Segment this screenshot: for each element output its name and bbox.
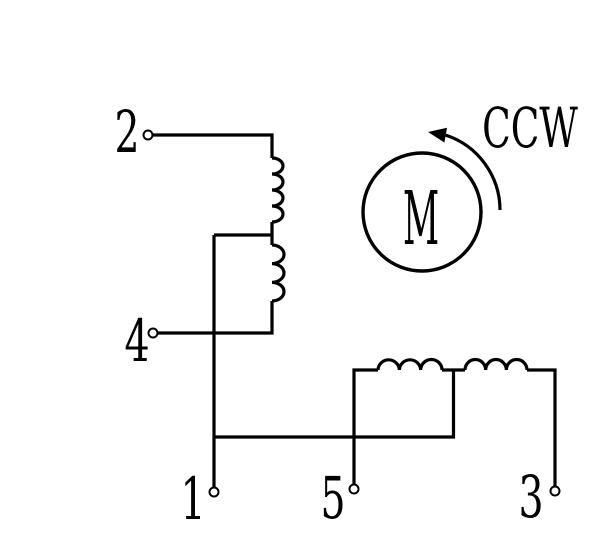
wire-layer (152, 133, 557, 488)
label-layer: 2 4 1 5 3 (114, 98, 543, 533)
terminal-2-label: 2 (114, 98, 139, 166)
terminal-4-label: 4 (124, 307, 149, 375)
motor-symbol: M (361, 151, 483, 273)
ccw-arrow-arc (445, 133, 502, 211)
winding-coil-icon-phaseA-upper (271, 156, 285, 224)
terminal-layer (142, 129, 561, 498)
winding-coil-icon-phaseA-lower (271, 243, 286, 303)
terminal-node-icon-4 (147, 327, 159, 339)
terminal-node-icon-2 (142, 129, 154, 141)
wire-coilA2-to-terminal4 (157, 301, 274, 335)
motor-label: M (403, 175, 439, 262)
wire-terminal5-to-coilB1 (352, 368, 378, 485)
winding-coil-icon-phaseB-right (463, 357, 529, 371)
wire-terminal2-to-coilA1 (152, 133, 274, 158)
rotation-direction-label: CCW (482, 97, 578, 161)
terminal-node-icon-5 (348, 483, 360, 495)
terminal-5-label: 5 (320, 464, 345, 532)
ccw-arrowhead-icon (428, 127, 447, 143)
wire-coilB2-to-terminal3 (527, 368, 557, 487)
wire-common-rail-to-phaseB-centertap (214, 370, 456, 439)
terminal-node-icon-1 (208, 486, 220, 498)
terminal-3-label: 3 (518, 463, 543, 531)
motor-circle-icon (361, 151, 483, 273)
terminal-1-label: 1 (180, 465, 205, 533)
winding-coil-icon-phaseB-left (376, 357, 444, 371)
terminal-node-icon-3 (549, 485, 561, 497)
ccw-arrow-icon (428, 127, 502, 211)
